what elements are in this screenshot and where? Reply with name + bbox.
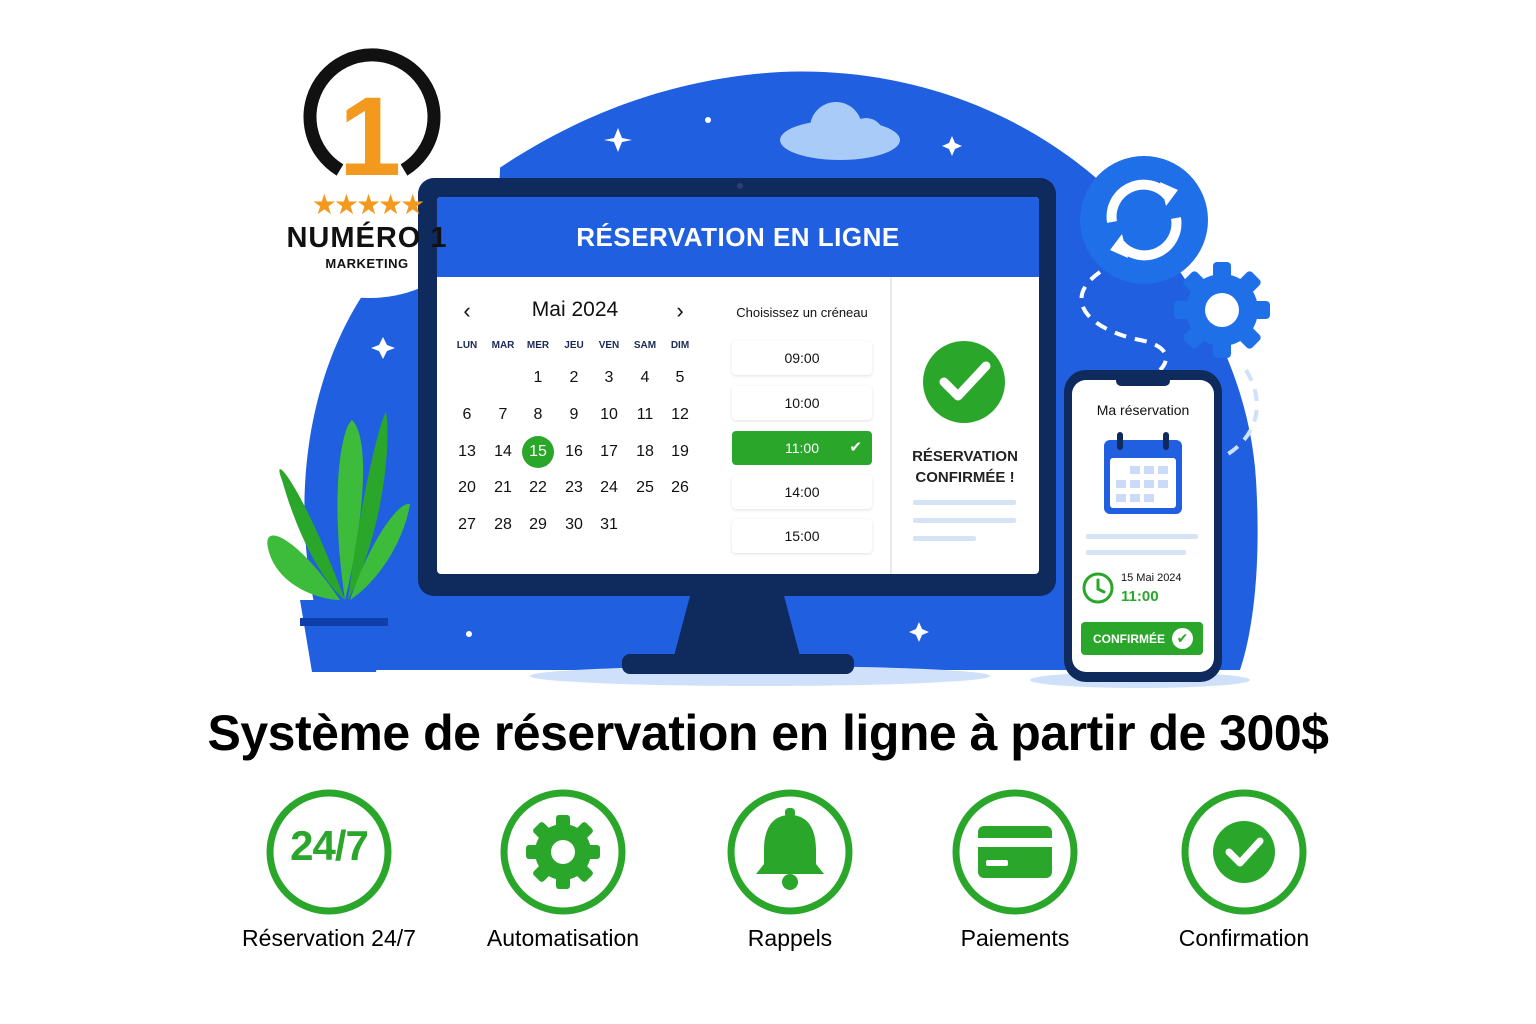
logo-title: NUMÉRO 1 (286, 222, 448, 254)
24-7-icon: 24/7 (290, 822, 369, 869)
weekday-label: LUN (456, 340, 478, 351)
time-slot-label: 10:00 (784, 395, 820, 411)
feature-rings (266, 789, 1307, 915)
time-slot-selected[interactable]: 11:00 ✔ (732, 431, 872, 465)
calendar-day[interactable]: 14 (494, 443, 512, 460)
calendar-day[interactable]: 12 (671, 406, 689, 423)
plant-icon (267, 412, 410, 672)
logo-subtitle: MARKETING (325, 256, 409, 271)
calendar-day[interactable]: 9 (569, 406, 579, 423)
calendar-day[interactable]: 22 (529, 479, 547, 496)
feature-label-reminders: Rappels (747, 925, 833, 951)
calendar-day[interactable]: 4 (640, 369, 650, 386)
calendar-day[interactable]: 13 (458, 443, 476, 460)
calendar-day[interactable]: 10 (600, 406, 618, 423)
calendar-day[interactable]: 6 (462, 406, 472, 423)
calendar-day[interactable]: 30 (565, 516, 583, 533)
weekday-label: VEN (598, 340, 620, 351)
time-slot[interactable]: 09:00 (732, 341, 872, 375)
sync-icon (1080, 156, 1208, 284)
calendar-day[interactable]: 19 (671, 443, 689, 460)
logo-number: 1 (338, 74, 402, 199)
feature-label-confirmation: Confirmation (1178, 925, 1310, 951)
confirmed-button-label: CONFIRMÉE (1093, 631, 1165, 646)
time-slot-label: 09:00 (784, 350, 820, 366)
clock-icon (1082, 572, 1114, 604)
sparkles (371, 117, 962, 642)
calendar-day[interactable]: 26 (671, 479, 689, 496)
calendar-icon (1104, 432, 1182, 514)
calendar-day[interactable]: 8 (533, 406, 543, 423)
rating-stars: ★★★★★ (311, 189, 426, 220)
feature-label-payments: Paiements (960, 925, 1070, 951)
bell-icon (756, 808, 824, 890)
check-circle-icon (1213, 821, 1275, 883)
time-slot-label: 14:00 (784, 484, 820, 500)
calendar-day[interactable]: 29 (529, 516, 547, 533)
chevron-left-icon[interactable]: ‹ (463, 298, 471, 323)
check-icon: ✔ (1172, 628, 1193, 649)
chevron-right-icon[interactable]: › (676, 298, 684, 323)
calendar-day[interactable]: 25 (636, 479, 654, 496)
calendar-day[interactable]: 28 (494, 516, 512, 533)
feature-label-automation: Automatisation (486, 925, 640, 951)
time-slot[interactable]: 10:00 (732, 386, 872, 420)
cloud-icon (780, 102, 900, 160)
calendar-day[interactable]: 17 (600, 443, 618, 460)
check-icon: ✔ (849, 439, 862, 456)
calendar-day[interactable]: 24 (600, 479, 618, 496)
weekday-label: JEU (564, 340, 584, 351)
time-slot-label: 11:00 (785, 440, 819, 456)
phone-time: 11:00 (1121, 588, 1159, 605)
time-slot-label: 15:00 (784, 528, 820, 544)
weekday-label: MER (526, 340, 550, 351)
confirmed-button[interactable]: CONFIRMÉE ✔ (1081, 622, 1203, 655)
phone-title: Ma réservation (1096, 402, 1190, 418)
phone-date: 15 Mai 2024 (1121, 572, 1182, 584)
time-slot[interactable]: 14:00 (732, 475, 872, 509)
calendar-day[interactable]: 2 (569, 369, 579, 386)
calendar-day[interactable]: 7 (498, 406, 508, 423)
calendar-day[interactable]: 31 (600, 516, 618, 533)
dashed-path-2 (1226, 368, 1259, 456)
slots-title: Choisissez un créneau (736, 305, 868, 320)
calendar-month: Mai 2024 (531, 298, 619, 321)
calendar-day[interactable]: 3 (604, 369, 614, 386)
booking-header: RÉSERVATION EN LIGNE (576, 221, 900, 252)
headline: Système de réservation en ligne à partir… (207, 705, 1329, 761)
calendar-day[interactable]: 5 (675, 369, 685, 386)
calendar-day[interactable]: 27 (458, 516, 476, 533)
calendar-day[interactable]: 11 (636, 406, 654, 423)
calendar-day[interactable]: 18 (636, 443, 654, 460)
calendar-day[interactable]: 20 (458, 479, 476, 496)
credit-card-icon (978, 826, 1052, 878)
confirmation-text: RÉSERVATION CONFIRMÉE ! (900, 446, 1030, 488)
weekday-label: MAR (491, 340, 515, 351)
calendar-day[interactable]: 21 (494, 479, 512, 496)
logo-ring (303, 48, 441, 176)
selected-day-circle (522, 436, 554, 468)
weekday-label: SAM (633, 340, 657, 351)
confirmation-line-2: CONFIRMÉE ! (915, 469, 1015, 486)
gear-icon (1174, 262, 1270, 358)
calendar-day[interactable]: 16 (565, 443, 583, 460)
check-circle-icon (923, 341, 1005, 423)
calendar-day[interactable]: 1 (533, 369, 543, 386)
confirmation-line-1: RÉSERVATION (912, 448, 1018, 465)
calendar-day[interactable]: 23 (565, 479, 583, 496)
gear-icon (526, 815, 600, 889)
calendar-day-selected[interactable]: 15 (529, 443, 547, 460)
weekday-label: DIM (670, 340, 690, 351)
feature-label-booking: Réservation 24/7 (242, 925, 416, 951)
phone (1064, 370, 1222, 682)
dashed-path (1079, 270, 1168, 372)
time-slot[interactable]: 15:00 (732, 519, 872, 553)
